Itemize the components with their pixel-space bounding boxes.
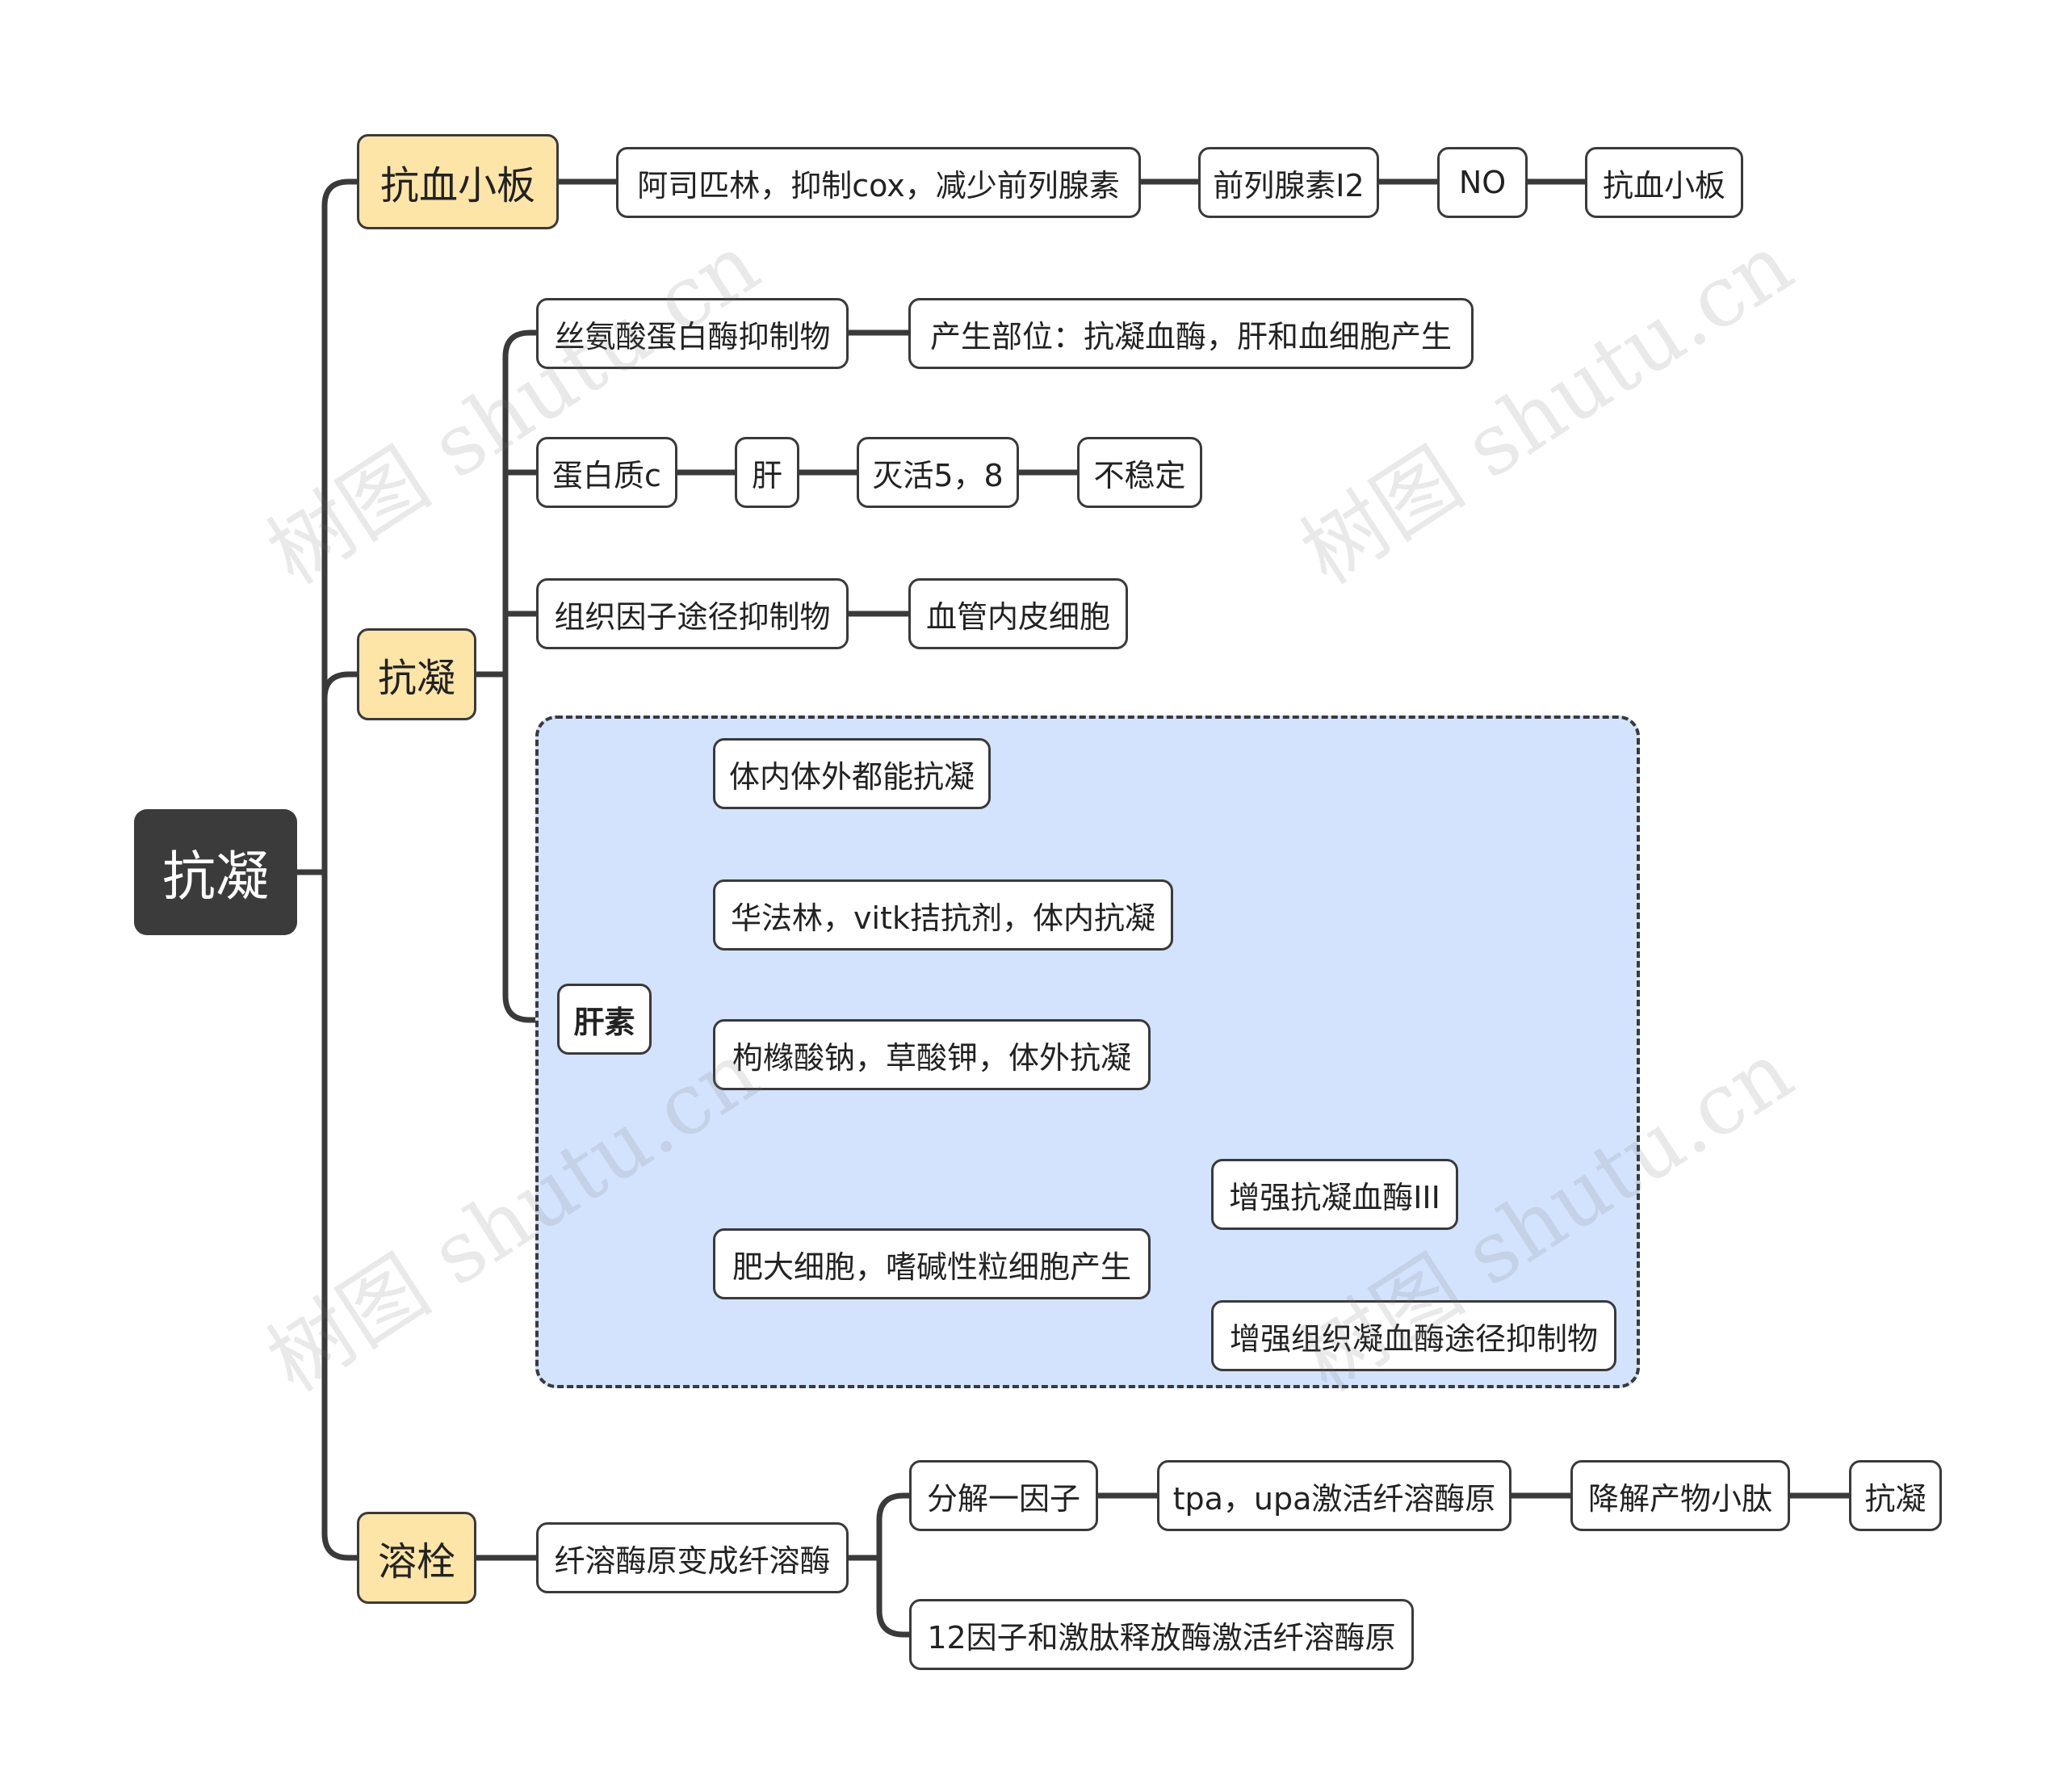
protein-c-unstable[interactable]: 不稳定 [1077,437,1202,508]
thrombolysis-step-2[interactable]: tpa，upa激活纤溶酶原 [1157,1460,1511,1531]
heparin-item-4[interactable]: 肥大细胞，嗜碱性粒细胞产生 [713,1228,1151,1299]
plasminogen-to-plasmin-node[interactable]: 纤溶酶原变成纤溶酶 [536,1522,849,1593]
serine-protease-inhibitor-detail[interactable]: 产生部位：抗凝血酶，肝和血细胞产生 [908,298,1474,369]
heparin-item-2[interactable]: 华法林，vitk拮抗剂，体内抗凝 [713,879,1173,951]
thrombolysis-step-3[interactable]: 降解产物小肽 [1570,1460,1790,1531]
heparin-item-1[interactable]: 体内体外都能抗凝 [713,738,991,809]
serine-protease-inhibitor-node[interactable]: 丝氨酸蛋白酶抑制物 [536,298,849,369]
heparin-item-3[interactable]: 枸橼酸钠，草酸钾，体外抗凝 [713,1019,1151,1090]
tfpi-node[interactable]: 组织因子途径抑制物 [536,578,849,649]
antiplatelet-step-3[interactable]: NO [1437,147,1528,218]
thrombolysis-step-1[interactable]: 分解一因子 [909,1460,1098,1531]
root-node[interactable]: 抗凝 [134,809,297,935]
mast-cell-effect-2[interactable]: 增强组织凝血酶途径抑制物 [1211,1300,1616,1371]
branch-antiplatelet[interactable]: 抗血小板 [357,134,559,229]
mast-cell-effect-1[interactable]: 增强抗凝血酶III [1211,1159,1458,1230]
tfpi-detail[interactable]: 血管内皮细胞 [908,578,1128,649]
antiplatelet-step-2[interactable]: 前列腺素I2 [1198,147,1379,218]
protein-c-liver[interactable]: 肝 [735,437,799,508]
branch-thrombolysis[interactable]: 溶栓 [357,1512,476,1604]
heparin-node[interactable]: 肝素 [557,984,652,1055]
factor-xii-kallikrein-node[interactable]: 12因子和激肽释放酶激活纤溶酶原 [909,1599,1414,1670]
thrombolysis-step-4[interactable]: 抗凝 [1849,1460,1942,1531]
antiplatelet-step-4[interactable]: 抗血小板 [1585,147,1743,218]
protein-c-inactivate[interactable]: 灭活5，8 [857,437,1019,508]
branch-anticoagulation[interactable]: 抗凝 [357,628,476,720]
protein-c-node[interactable]: 蛋白质c [536,437,677,508]
antiplatelet-step-1[interactable]: 阿司匹林，抑制cox，减少前列腺素 [616,147,1141,218]
